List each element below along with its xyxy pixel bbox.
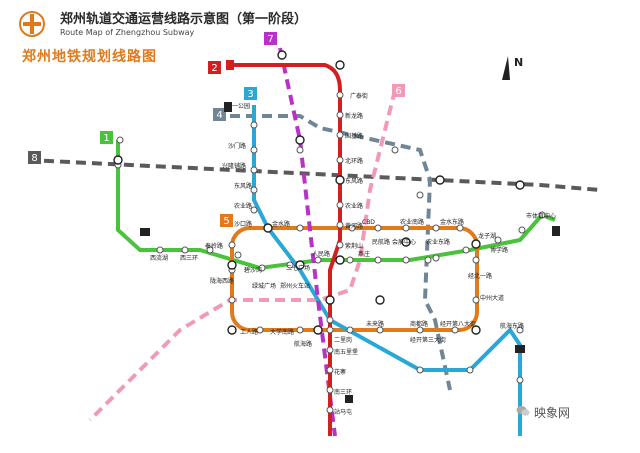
terminal-bar	[345, 395, 353, 403]
line-tag-5: 5	[220, 214, 233, 227]
station-label: 南五里堡	[334, 348, 358, 356]
station-label: 南三环	[334, 388, 352, 396]
station-label: 经北一路	[468, 272, 492, 280]
subtitle: 郑州地铁规划线路图	[22, 49, 157, 65]
station-label: 人民路	[312, 250, 330, 258]
title-en: Route Map of Zhengzhou Subway	[60, 28, 195, 37]
station-label: 农业南路	[400, 218, 424, 226]
terminal-bar	[226, 60, 234, 70]
station-label: 工人路	[240, 328, 258, 336]
station-label: 沙门路	[228, 142, 246, 150]
line-tag-7: 7	[264, 32, 277, 45]
line-tag-6: 6	[392, 84, 405, 97]
station-label: 广泰街	[350, 92, 368, 100]
station-label: 紫荆山	[345, 242, 363, 250]
station-label: 航海东路	[500, 322, 524, 330]
logo-icon	[19, 11, 45, 37]
line-tag-1-label: 1	[103, 133, 109, 144]
station-label: 经开第八大街	[440, 320, 476, 328]
north-arrow-icon: N	[502, 56, 523, 80]
station-label: 未来路	[366, 320, 384, 328]
title: 郑州轨道交通运营线路示意图（第一阶段）	[60, 12, 308, 27]
line-tag-2: 2	[208, 61, 221, 74]
line-4-path	[230, 114, 452, 391]
line-tag-7-label: 7	[267, 34, 273, 45]
station-label: 郑州火车站	[280, 282, 310, 290]
line-tag-8-label: 8	[31, 153, 37, 164]
line-tag-2-label: 2	[211, 63, 217, 74]
line-tag-4: 4	[213, 108, 226, 121]
station-label: 中州大道	[480, 294, 504, 302]
station-label: 新龙路	[345, 112, 363, 120]
line-tag-8: 8	[28, 151, 41, 164]
line-3-path	[252, 105, 522, 436]
line-tag-1: 1	[100, 131, 113, 144]
terminal-bar	[140, 228, 150, 236]
line-7-path	[278, 47, 337, 437]
line-tag-5-label: 5	[223, 216, 229, 227]
wechat-icon	[516, 406, 530, 416]
station-label: 博学路	[490, 246, 508, 254]
station-label: 秦岭路	[205, 242, 223, 250]
terminal-bar	[552, 226, 560, 236]
station-label: 陇海西路	[210, 277, 234, 285]
station-label: 黄河路	[345, 222, 363, 230]
station-markers	[114, 91, 546, 414]
station-label: 市体育中心	[526, 212, 556, 220]
station-label: 金水路	[272, 220, 290, 228]
station-label: 航海路	[294, 340, 312, 348]
station-label: 农业东路	[426, 238, 450, 246]
station-label: 金水东路	[440, 218, 464, 226]
terminal-bar	[224, 102, 232, 112]
station-label: 国基路	[345, 132, 363, 140]
station-label: 东风路	[234, 182, 252, 190]
station-label: 兴隆铺路	[222, 162, 246, 170]
station-label: 碧沙岗	[244, 266, 262, 274]
line-tag-3-label: 3	[247, 89, 253, 100]
station-label: 商都路	[410, 320, 428, 328]
station-label: 站马屯	[334, 408, 352, 416]
station-label: 五一公园	[226, 103, 250, 110]
station-label: 会展中心	[392, 238, 416, 246]
terminal-bar	[515, 345, 525, 353]
station-label: 燕庄	[358, 250, 370, 258]
watermark: 映象网	[534, 406, 571, 420]
station-label: 东风路	[345, 177, 363, 185]
station-label: 西三环	[180, 255, 198, 262]
station-label: 大学南路	[270, 328, 294, 336]
station-label: 龙子湖	[478, 232, 496, 240]
station-label: 二七广场	[286, 264, 310, 272]
station-label: 二里岗	[334, 337, 352, 344]
station-label: CBD	[362, 219, 375, 226]
north-label: N	[514, 56, 523, 69]
line-tag-3: 3	[244, 87, 257, 100]
line-2-path	[230, 63, 342, 436]
line-tag-6-label: 6	[395, 86, 401, 97]
header: 郑州轨道交通运营线路示意图（第一阶段） Route Map of Zhengzh…	[0, 0, 640, 65]
station-label: 农业路	[234, 202, 252, 210]
interchange-markers	[113, 50, 525, 335]
line-tag-4-label: 4	[216, 110, 222, 121]
station-label: 西流湖	[150, 254, 168, 262]
line-8-path	[27, 158, 601, 192]
station-label: 民航路	[372, 238, 390, 246]
station-label: 花寨	[334, 368, 346, 376]
station-label: 北环路	[345, 157, 363, 165]
station-label: 经开第三大街	[410, 336, 446, 344]
station-label: 农业路	[345, 202, 363, 210]
station-label: 绿城广场	[252, 282, 276, 290]
station-label: 沙口路	[234, 220, 252, 228]
